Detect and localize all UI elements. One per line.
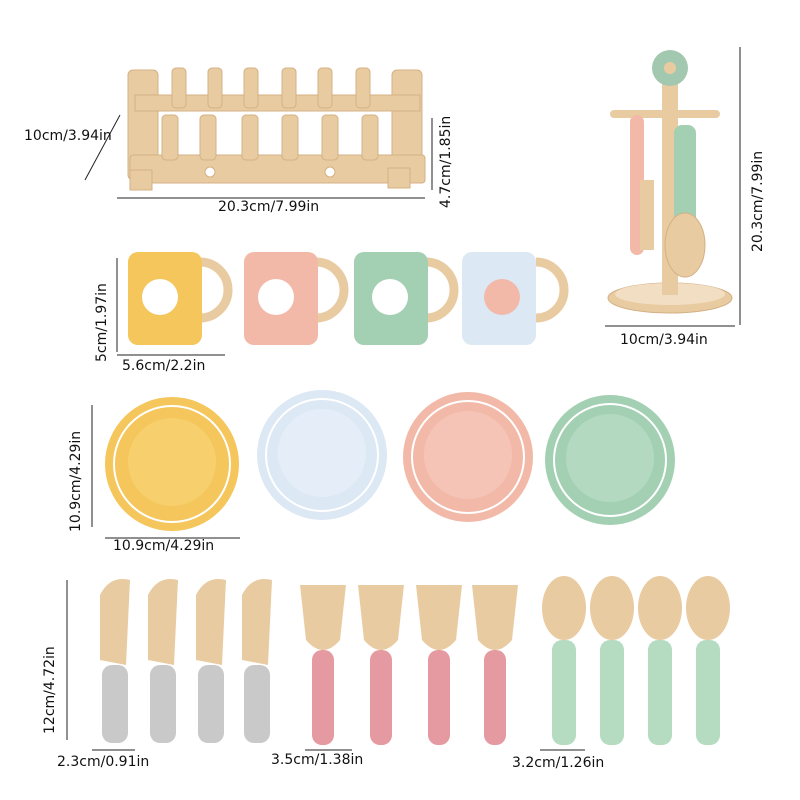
utensil-length-label: 12cm/4.72in	[42, 646, 58, 734]
cup-pink	[244, 252, 349, 345]
cup-height-label: 5cm/1.97in	[94, 283, 110, 362]
stand-base-label: 10cm/3.94in	[620, 332, 708, 348]
cup-blue	[462, 252, 569, 345]
dish-rack	[127, 67, 426, 191]
plate-height-label: 10.9cm/4.29in	[68, 430, 84, 532]
knives	[100, 579, 272, 743]
cup-yellow	[128, 252, 233, 345]
spoons	[542, 576, 730, 745]
rack-width-label: 20.3cm/7.99in	[218, 199, 320, 215]
fork-width-label: 3.5cm/1.38in	[271, 752, 364, 768]
plates	[105, 390, 675, 531]
spoon-width-label: 3.2cm/1.26in	[512, 755, 605, 771]
plate-width-label: 10.9cm/4.29in	[113, 538, 215, 554]
cup-width-label: 5.6cm/2.2in	[122, 358, 206, 374]
cup-green	[354, 252, 459, 345]
forks	[300, 585, 518, 745]
rack-height-label: 4.7cm/1.85in	[438, 115, 454, 208]
rack-depth-label: 10cm/3.94in	[24, 128, 112, 144]
utensil-stand	[607, 50, 733, 314]
stand-height-label: 20.3cm/7.99in	[750, 150, 766, 252]
dimension-lines	[66, 47, 741, 751]
cups	[128, 252, 569, 345]
knife-width-label: 2.3cm/0.91in	[57, 754, 150, 770]
